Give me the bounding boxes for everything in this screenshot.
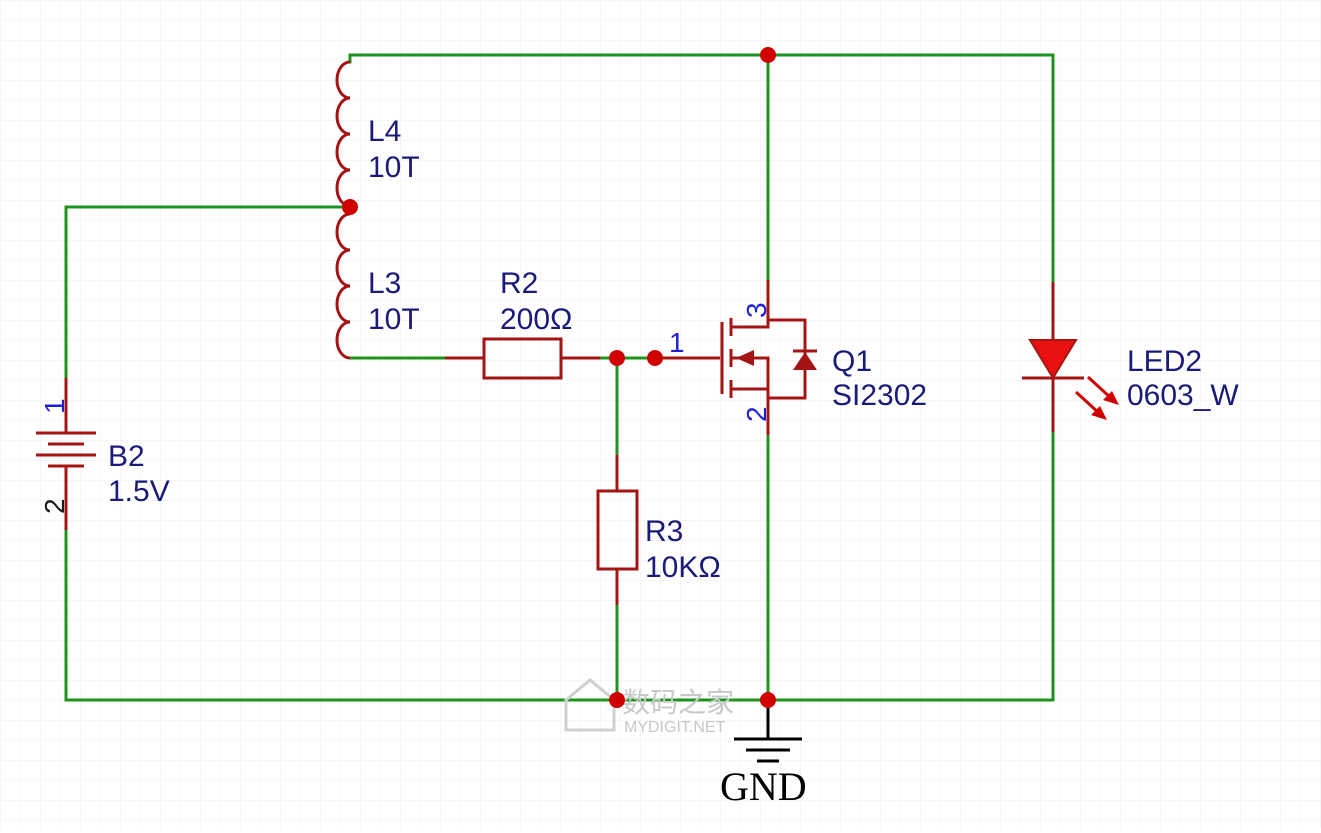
junction-gate-pin (647, 350, 663, 366)
q1-pin-gate: 1 (669, 327, 685, 358)
l4-value: 10T (368, 151, 420, 184)
b2-designator: B2 (108, 440, 145, 473)
mosfet-body-arrow (736, 350, 754, 366)
q1-designator: Q1 (832, 345, 872, 378)
body-diode-triangle (793, 352, 817, 370)
watermark-en: MYDIGIT.NET (624, 719, 726, 736)
resistor-r3[interactable] (596, 455, 639, 605)
l3-designator: L3 (368, 267, 401, 300)
drain-lead (731, 280, 770, 329)
wire-battery-to-tap (64, 205, 352, 380)
r3-value: 10KΩ (645, 551, 721, 584)
b2-pin-positive: 1 (39, 398, 70, 414)
led-led2[interactable] (1022, 282, 1119, 432)
battery-b2[interactable] (36, 378, 96, 530)
junction-top (760, 47, 776, 63)
watermark-cn: 数码之家 (622, 687, 734, 718)
watermark: 数码之家 MYDIGIT.NET (564, 678, 734, 736)
junction-gate-node (609, 350, 625, 366)
b2-value: 1.5V (108, 475, 170, 508)
led2-designator: LED2 (1127, 345, 1202, 378)
r2-value: 200Ω (500, 303, 572, 336)
r2-designator: R2 (500, 267, 538, 300)
b2-pin-negative: 2 (39, 498, 70, 514)
junctions (342, 47, 776, 708)
inductor-l4[interactable] (335, 60, 351, 208)
l4-designator: L4 (368, 115, 401, 148)
led-triangle (1028, 339, 1078, 380)
junction-tap (342, 199, 358, 215)
wires (64, 53, 1055, 702)
q1-value: SI2302 (832, 379, 927, 412)
junction-gnd-left (609, 692, 625, 708)
q1-pin-source: 2 (741, 406, 772, 422)
q1-pin-drain: 3 (741, 302, 772, 318)
watermark-logo-icon (564, 678, 616, 732)
gnd-label: GND (720, 764, 807, 809)
wire-bottom (64, 528, 1055, 702)
resistor-r2[interactable] (445, 337, 600, 380)
inductor-l3[interactable] (335, 212, 351, 360)
ground-symbol[interactable] (734, 700, 802, 763)
l3-value: 10T (368, 303, 420, 336)
r3-designator: R3 (645, 515, 683, 548)
led2-value: 0603_W (1127, 379, 1239, 412)
junction-gnd-right (760, 692, 776, 708)
